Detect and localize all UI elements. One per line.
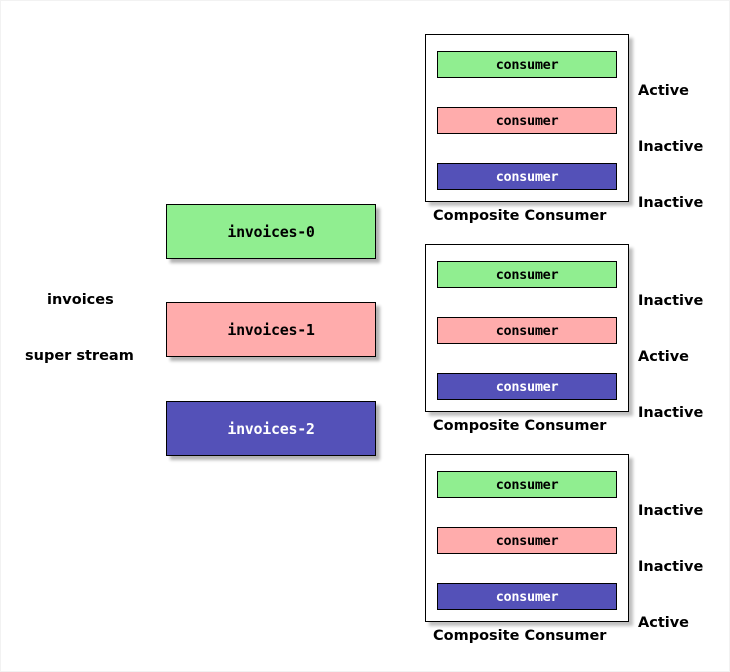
composite-consumer-box: consumer consumer consumer xyxy=(425,244,629,412)
consumer-state-label: Inactive xyxy=(638,405,704,421)
consumer-label: consumer xyxy=(495,322,559,339)
consumer-label: consumer xyxy=(495,378,559,395)
consumer-label: consumer xyxy=(495,112,559,129)
composite-consumer-group: consumer consumer consumer Inactive Inac… xyxy=(425,454,703,644)
consumer-row: consumer xyxy=(426,583,630,611)
consumer-state-label: Inactive xyxy=(638,139,704,155)
stream-partition-box: invoices-0 xyxy=(166,204,376,259)
consumer-label: consumer xyxy=(495,266,559,283)
composite-consumer-caption: Composite Consumer xyxy=(433,418,607,434)
consumer-box: consumer xyxy=(437,107,617,134)
composite-consumer-caption: Composite Consumer xyxy=(433,628,607,644)
composite-consumer-caption: Composite Consumer xyxy=(433,208,607,224)
consumer-label: consumer xyxy=(495,476,559,493)
super-stream-kind-label: super stream xyxy=(25,348,134,364)
composite-consumer-box: consumer consumer consumer xyxy=(425,454,629,622)
consumer-state-label: Active xyxy=(638,615,690,631)
consumer-label: consumer xyxy=(495,168,559,185)
consumer-box: consumer xyxy=(437,583,617,610)
consumer-label: consumer xyxy=(495,588,559,605)
consumer-box: consumer xyxy=(437,317,617,344)
composite-consumer-box: consumer consumer consumer xyxy=(425,34,629,202)
consumer-state-label: Inactive xyxy=(638,559,704,575)
consumer-box: consumer xyxy=(437,471,617,498)
stream-partition-box: invoices-2 xyxy=(166,401,376,456)
consumer-box: consumer xyxy=(437,51,617,78)
composite-consumer-group: consumer consumer consumer Inactive Acti… xyxy=(425,244,703,434)
consumer-row: consumer xyxy=(426,107,630,135)
consumer-box: consumer xyxy=(437,261,617,288)
stream-partition-label: invoices-2 xyxy=(227,419,315,438)
super-stream-name-label: invoices xyxy=(47,292,114,308)
consumer-row: consumer xyxy=(426,527,630,555)
consumer-state-label: Active xyxy=(638,349,690,365)
consumer-state-label: Inactive xyxy=(638,503,704,519)
consumer-state-label: Active xyxy=(638,83,690,99)
stream-partition-label: invoices-0 xyxy=(227,222,315,241)
consumer-row: consumer xyxy=(426,163,630,191)
consumer-row: consumer xyxy=(426,471,630,499)
consumer-row: consumer xyxy=(426,51,630,79)
consumer-row: consumer xyxy=(426,373,630,401)
consumer-row: consumer xyxy=(426,261,630,289)
consumer-label: consumer xyxy=(495,532,559,549)
stream-partition-label: invoices-1 xyxy=(227,320,315,339)
consumer-box: consumer xyxy=(437,163,617,190)
consumer-state-label: Inactive xyxy=(638,293,704,309)
stream-partition-box: invoices-1 xyxy=(166,302,376,357)
consumer-box: consumer xyxy=(437,373,617,400)
consumer-box: consumer xyxy=(437,527,617,554)
consumer-row: consumer xyxy=(426,317,630,345)
composite-consumer-group: consumer consumer consumer Active Inacti… xyxy=(425,34,703,224)
consumer-state-label: Inactive xyxy=(638,195,704,211)
consumer-label: consumer xyxy=(495,56,559,73)
